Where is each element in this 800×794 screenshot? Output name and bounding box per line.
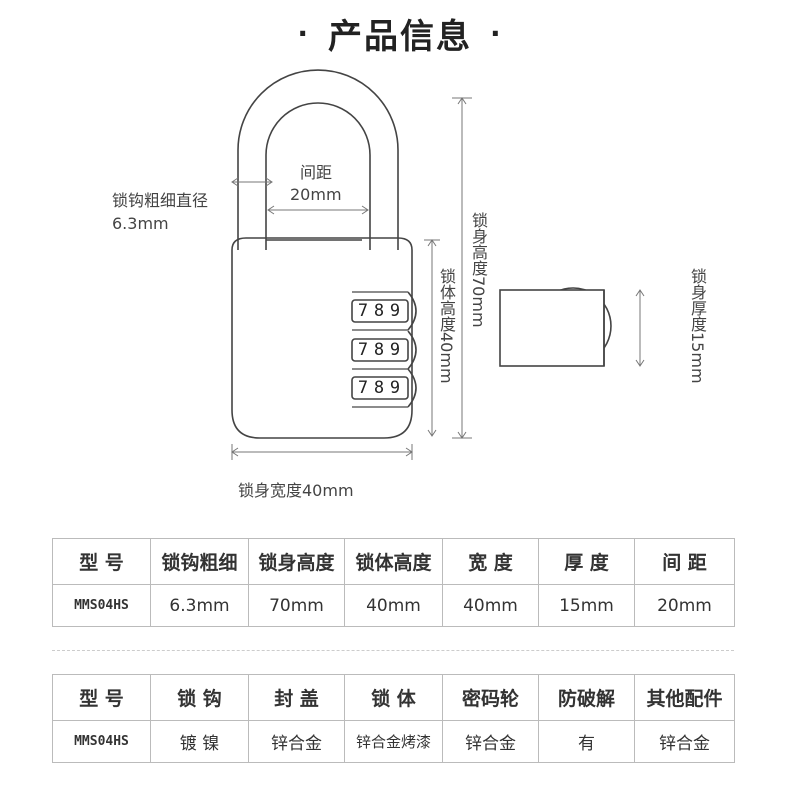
header-cell: 锁身高度 bbox=[248, 538, 345, 585]
lock-body bbox=[231, 237, 413, 439]
dial-2-digit-a: 7 bbox=[357, 340, 369, 360]
dial-3-curve bbox=[407, 368, 417, 408]
table-cell: 6.3mm bbox=[150, 584, 249, 627]
dial-1-curve bbox=[407, 291, 417, 331]
table-cell: 20mm bbox=[634, 584, 735, 627]
dial-2 bbox=[351, 338, 409, 362]
table-divider bbox=[52, 650, 734, 651]
dial-1-digit-c: 9 bbox=[389, 301, 401, 321]
title-text: 产品信息 bbox=[328, 16, 472, 57]
materials-table-header: 型 号 锁 钩 封 盖 锁 体 密码轮 防破解 其他配件 bbox=[52, 674, 735, 721]
header-cell: 间 距 bbox=[634, 538, 735, 585]
shackle-diameter-label: 锁钩粗细直径 bbox=[112, 191, 209, 210]
table-cell: 锌合金 bbox=[248, 720, 345, 763]
table-cell: 15mm bbox=[538, 584, 635, 627]
shackle-diameter-value: 6.3mm bbox=[112, 214, 169, 233]
table-row: MMS04HS 6.3mm 70mm 40mm 40mm 15mm 20mm bbox=[52, 584, 735, 627]
overall-height-label: 锁身高度70mm bbox=[469, 212, 488, 328]
header-cell: 型 号 bbox=[52, 674, 151, 721]
header-cell: 其他配件 bbox=[634, 674, 735, 721]
dial-1-digit-a: 7 bbox=[357, 301, 369, 321]
header-cell: 锁 体 bbox=[344, 674, 443, 721]
dial-1-digit-b: 8 bbox=[373, 301, 385, 321]
header-cell: 锁钩粗细 bbox=[150, 538, 249, 585]
table-cell: 40mm bbox=[442, 584, 539, 627]
header-cell: 锁 钩 bbox=[150, 674, 249, 721]
table-cell: 40mm bbox=[344, 584, 443, 627]
dial-2-digit-c: 9 bbox=[389, 340, 401, 360]
shackle-inner bbox=[265, 102, 371, 250]
dial-3-digit-c: 9 bbox=[389, 378, 401, 398]
thickness-label: 锁身厚度15mm bbox=[688, 268, 707, 384]
dial-3-digit-b: 8 bbox=[373, 378, 385, 398]
gap-value: 20mm bbox=[290, 185, 342, 204]
dial-2-curve bbox=[407, 330, 417, 370]
header-cell: 厚 度 bbox=[538, 538, 635, 585]
dial-2-digit-b: 8 bbox=[373, 340, 385, 360]
model-cell: MMS04HS bbox=[52, 584, 151, 627]
dimensions-table: 型 号 锁钩粗细 锁身高度 锁体高度 宽 度 厚 度 间 距 MMS04HS 6… bbox=[52, 538, 735, 627]
header-cell: 封 盖 bbox=[248, 674, 345, 721]
dial-1 bbox=[351, 299, 409, 323]
table-cell: 锌合金烤漆 bbox=[344, 720, 443, 763]
header-cell: 型 号 bbox=[52, 538, 151, 585]
title-dot-left: · bbox=[297, 16, 310, 50]
dimensions-table-header: 型 号 锁钩粗细 锁身高度 锁体高度 宽 度 厚 度 间 距 bbox=[52, 538, 735, 585]
side-view-body bbox=[499, 289, 605, 367]
table-row: MMS04HS 镀 镍 锌合金 锌合金烤漆 锌合金 有 锌合金 bbox=[52, 720, 735, 763]
header-cell: 宽 度 bbox=[442, 538, 539, 585]
header-cell: 锁体高度 bbox=[344, 538, 443, 585]
header-cell: 密码轮 bbox=[442, 674, 539, 721]
table-cell: 有 bbox=[538, 720, 635, 763]
body-width-label: 锁身宽度40mm bbox=[238, 481, 354, 500]
table-cell: 70mm bbox=[248, 584, 345, 627]
materials-table: 型 号 锁 钩 封 盖 锁 体 密码轮 防破解 其他配件 MMS04HS 镀 镍… bbox=[52, 674, 735, 763]
table-cell: 锌合金 bbox=[634, 720, 735, 763]
title-dot-right: · bbox=[490, 16, 503, 50]
gap-label: 间距 bbox=[300, 163, 333, 182]
body-height-label: 锁体高度40mm bbox=[437, 268, 456, 384]
page-title: · 产品信息 · bbox=[0, 8, 800, 58]
table-cell: 镀 镍 bbox=[150, 720, 249, 763]
model-cell: MMS04HS bbox=[52, 720, 151, 763]
padlock-diagram bbox=[231, 69, 645, 460]
dial-3-digit-a: 7 bbox=[357, 378, 369, 398]
shackle-outer bbox=[237, 69, 399, 250]
table-cell: 锌合金 bbox=[442, 720, 539, 763]
header-cell: 防破解 bbox=[538, 674, 635, 721]
dial-3 bbox=[351, 376, 409, 400]
